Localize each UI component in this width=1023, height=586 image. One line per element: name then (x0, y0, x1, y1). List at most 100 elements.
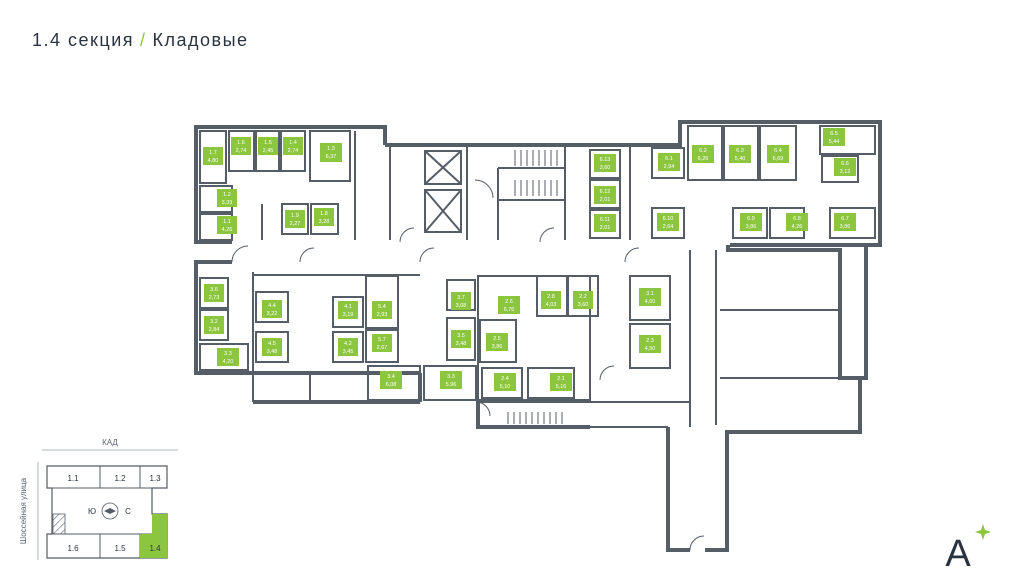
unit-id: 2.8 (547, 294, 555, 300)
unit-2-8[interactable]: 2.8 4,03 (541, 291, 561, 309)
unit-3-4[interactable]: 3.4 6,08 (380, 371, 402, 389)
unit-id: 6.9 (747, 216, 755, 222)
unit-4-1[interactable]: 4.1 3,19 (338, 301, 358, 319)
unit-4-2[interactable]: 4.2 3,45 (338, 338, 358, 356)
unit-id: 6.5 (830, 131, 838, 137)
key-section-1-2: 1.2 (114, 474, 126, 483)
unit-id: 2.6 (505, 299, 513, 305)
unit-id: 5.7 (378, 337, 386, 343)
unit-area: 5,16 (556, 384, 567, 390)
unit-area: 6,76 (504, 307, 515, 313)
unit-area: 6,69 (773, 156, 784, 162)
unit-4-5[interactable]: 4.5 3,48 (262, 338, 282, 356)
unit-id: 6.2 (699, 148, 707, 154)
unit-id: 3.2 (210, 319, 218, 325)
unit-area: 2,67 (377, 345, 388, 351)
unit-6-9[interactable]: 6.9 3,86 (740, 213, 762, 231)
unit-area: 3,33 (222, 200, 233, 206)
unit-1-6[interactable]: 1.6 2,74 (231, 137, 251, 155)
logo: A (945, 524, 991, 575)
unit-area: 3,48 (456, 341, 467, 347)
sparkle-icon (975, 524, 991, 540)
unit-2-6[interactable]: 2.6 6,76 (498, 296, 520, 314)
unit-area: 3,12 (840, 169, 851, 175)
unit-area: 2,74 (236, 148, 247, 154)
key-section-1-6: 1.6 (67, 544, 79, 553)
unit-6-7[interactable]: 6.7 3,86 (834, 213, 856, 231)
unit-6-2[interactable]: 6.2 6,26 (692, 145, 714, 163)
unit-6-11[interactable]: 6.11 2,01 (594, 214, 616, 232)
unit-1-8[interactable]: 1.8 3,28 (314, 208, 334, 226)
unit-2-3[interactable]: 2.3 4,50 (639, 335, 661, 353)
unit-id: 1.5 (264, 140, 272, 146)
unit-area: 3,86 (492, 344, 503, 350)
unit-id: 1.3 (327, 146, 335, 152)
key-section-1-4: 1.4 (149, 544, 161, 553)
unit-id: 6.10 (663, 216, 674, 222)
unit-area: 3,28 (319, 219, 330, 225)
unit-area: 6,37 (326, 154, 337, 160)
unit-id: 6.7 (841, 216, 849, 222)
unit-area: 5,10 (500, 384, 511, 390)
unit-2-5[interactable]: 2.5 3,86 (486, 333, 508, 351)
unit-6-6[interactable]: 6.6 3,12 (834, 158, 856, 176)
unit-1-5[interactable]: 1.5 2,45 (258, 137, 278, 155)
unit-1-1[interactable]: 1.1 4,26 (217, 216, 237, 234)
unit-id: 4.1 (344, 304, 352, 310)
unit-1-2[interactable]: 1.2 3,33 (217, 189, 237, 207)
unit-area: 4,20 (223, 359, 234, 365)
unit-id: 5.4 (378, 304, 386, 310)
unit-1-4[interactable]: 1.4 2,74 (283, 137, 303, 155)
unit-6-13[interactable]: 6.13 3,60 (594, 154, 616, 172)
unit-id: 2.4 (501, 376, 509, 382)
unit-5-7[interactable]: 5.7 2,67 (372, 334, 392, 352)
unit-6-5[interactable]: 6.5 5,44 (823, 128, 845, 146)
unit-3-3-left[interactable]: 3.3 4,20 (217, 348, 239, 366)
unit-area: 2,45 (263, 148, 274, 154)
unit-6-3[interactable]: 6.3 5,40 (729, 145, 751, 163)
unit-3-6[interactable]: 3.6 2,73 (204, 284, 224, 302)
title-separator: / (140, 30, 147, 50)
unit-area: 3,86 (746, 224, 757, 230)
unit-id: 1.7 (209, 150, 217, 156)
key-plan: КАД Шоссейная улица 1.1 1.2 1.3 1.6 1.5 … (19, 438, 178, 560)
unit-id: 3.1 (646, 291, 654, 297)
unit-area: 3,22 (267, 311, 278, 317)
compass-north: С (125, 507, 131, 516)
unit-3-7[interactable]: 3.7 3,08 (451, 292, 471, 310)
unit-id: 2.5 (493, 336, 501, 342)
unit-id: 3.5 (457, 333, 465, 339)
unit-id: 3.7 (457, 295, 465, 301)
compass-south: Ю (88, 507, 96, 516)
unit-6-8[interactable]: 6.8 4,26 (786, 213, 808, 231)
unit-3-5[interactable]: 3.5 3,48 (451, 330, 471, 348)
unit-3-3-center[interactable]: 3.3 5,96 (440, 371, 462, 389)
logo-letter: A (945, 533, 971, 575)
unit-id: 4.2 (344, 341, 352, 347)
unit-area: 2,27 (290, 221, 301, 227)
unit-id: 3.6 (210, 287, 218, 293)
unit-3-1[interactable]: 3.1 4,60 (639, 288, 661, 306)
unit-area: 3,86 (840, 224, 851, 230)
stair-treads (507, 150, 563, 424)
unit-area: 3,08 (456, 303, 467, 309)
unit-id: 1.2 (223, 192, 231, 198)
unit-4-4[interactable]: 4.4 3,22 (262, 300, 282, 318)
unit-1-3[interactable]: 1.3 6,37 (320, 143, 342, 162)
unit-2-2[interactable]: 2.2 3,60 (573, 291, 593, 309)
unit-1-9[interactable]: 1.9 2,27 (285, 210, 305, 228)
unit-area: 3,60 (578, 302, 589, 308)
unit-6-4[interactable]: 6.4 6,69 (767, 145, 789, 163)
unit-1-7[interactable]: 1.7 4,80 (203, 147, 223, 165)
unit-id: 6.3 (736, 148, 744, 154)
unit-area: 3,60 (600, 165, 611, 171)
unit-2-4[interactable]: 2.4 5,10 (494, 373, 516, 391)
unit-6-1[interactable]: 6.1 2,94 (658, 153, 680, 171)
unit-id: 6.1 (665, 156, 673, 162)
unit-3-2[interactable]: 3.2 2,84 (204, 316, 224, 334)
side-street-label: Шоссейная улица (19, 477, 28, 544)
unit-6-12[interactable]: 6.12 2,01 (594, 186, 616, 204)
unit-5-4[interactable]: 5.4 2,93 (372, 301, 392, 319)
unit-6-10[interactable]: 6.10 2,64 (657, 213, 679, 231)
unit-2-1[interactable]: 2.1 5,16 (550, 373, 572, 391)
